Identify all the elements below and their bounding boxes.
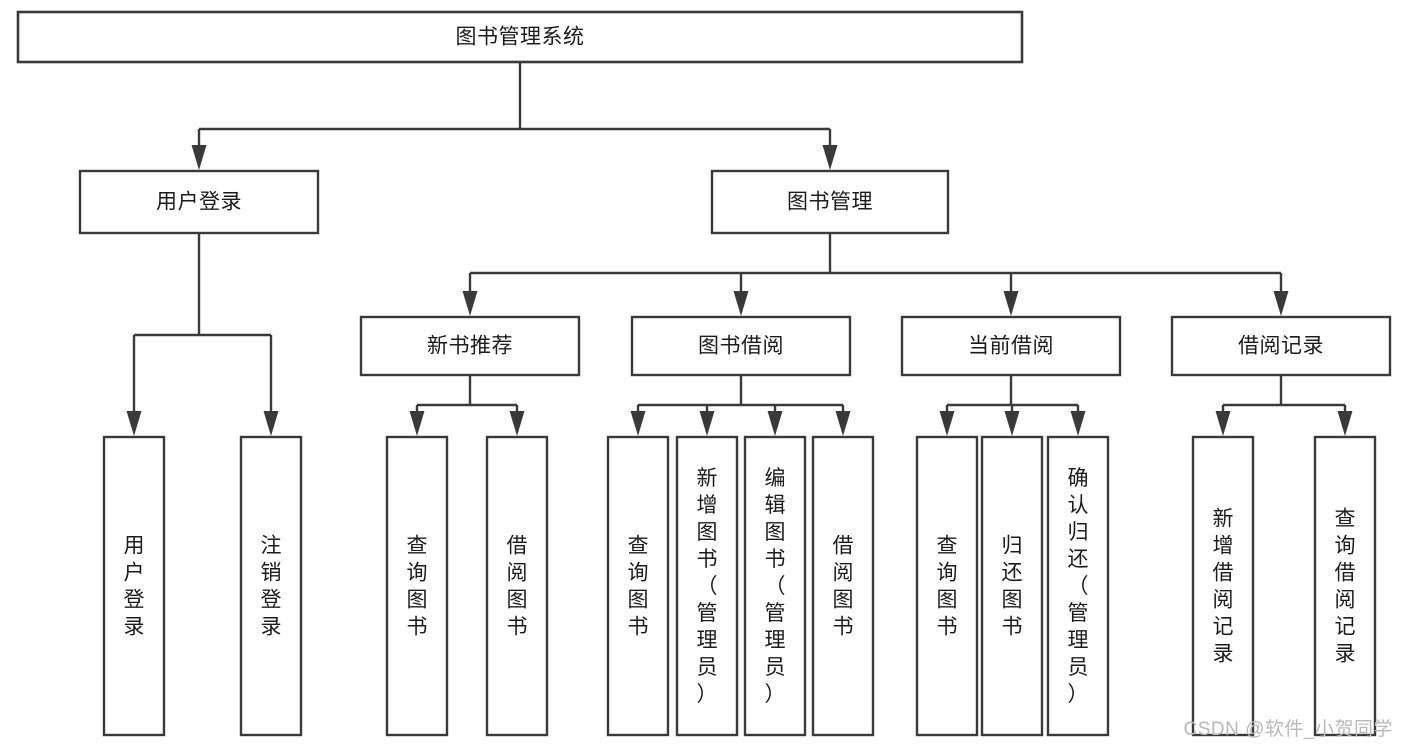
connector-group-book-manage	[462, 233, 1289, 316]
node-label-book-borrow: 图书借阅	[698, 335, 784, 358]
node-box-leaf-query-record[interactable]	[1313, 435, 1377, 737]
arrow-head-icon	[126, 411, 142, 436]
watermark-label: CSDN @软件_小贺同学	[1183, 719, 1393, 740]
arrow-head-icon	[822, 145, 838, 170]
node-label-leaf-edit-book: 编辑图书（管理员）	[765, 467, 786, 706]
node-leaf-borrow-book-2[interactable]: 借阅图书	[811, 435, 875, 737]
connector-group-new-book-rec	[409, 375, 525, 436]
node-leaf-confirm-return[interactable]: 确认归还（管理员）	[1046, 435, 1110, 737]
node-label-leaf-query-book-3: 查询图书	[937, 535, 958, 639]
arrow-head-icon	[835, 411, 851, 436]
arrow-head-icon	[509, 411, 525, 436]
connector-group-user-login	[126, 233, 279, 436]
node-user-login[interactable]: 用户登录	[78, 169, 320, 235]
connector-group-root	[191, 62, 838, 170]
node-leaf-edit-book[interactable]: 编辑图书（管理员）	[743, 435, 807, 737]
node-label-new-book-rec: 新书推荐	[427, 335, 513, 358]
node-borrow-record[interactable]: 借阅记录	[1170, 315, 1392, 377]
node-box-leaf-user-login[interactable]	[102, 435, 166, 737]
node-leaf-query-record[interactable]: 查询借阅记录	[1313, 435, 1377, 737]
node-box-leaf-logout[interactable]	[239, 435, 303, 737]
arrow-head-icon	[191, 145, 207, 170]
node-leaf-add-record[interactable]: 新增借阅记录	[1191, 435, 1255, 737]
node-box-borrow-record[interactable]	[1170, 315, 1392, 377]
node-book-borrow[interactable]: 图书借阅	[630, 315, 852, 377]
connector-group-borrow-record	[1215, 375, 1353, 436]
node-box-user-login[interactable]	[78, 169, 320, 235]
node-label-leaf-borrow-book-2: 借阅图书	[833, 535, 854, 639]
node-label-leaf-add-book: 新增图书（管理员）	[697, 467, 718, 706]
node-box-leaf-confirm-return[interactable]	[1046, 435, 1110, 737]
node-label-leaf-query-book-2: 查询图书	[628, 535, 649, 639]
node-label-leaf-borrow-book-1: 借阅图书	[507, 535, 528, 639]
node-label-leaf-user-login: 用户登录	[124, 535, 145, 639]
node-box-book-manage[interactable]	[710, 169, 950, 235]
node-label-book-manage: 图书管理	[787, 191, 873, 214]
arrow-head-icon	[630, 411, 646, 436]
node-box-leaf-borrow-book-2[interactable]	[811, 435, 875, 737]
arrow-head-icon	[699, 411, 715, 436]
arrow-head-icon	[1273, 291, 1289, 316]
node-box-root[interactable]	[16, 10, 1024, 64]
node-current-borrow[interactable]: 当前借阅	[900, 315, 1122, 377]
node-label-root: 图书管理系统	[456, 26, 585, 49]
node-label-borrow-record: 借阅记录	[1238, 335, 1324, 358]
connector-group-book-borrow	[630, 375, 851, 436]
node-box-leaf-query-book-1[interactable]	[385, 435, 449, 737]
node-label-leaf-query-record: 查询借阅记录	[1335, 508, 1356, 666]
node-leaf-logout[interactable]: 注销登录	[239, 435, 303, 737]
node-label-leaf-return-book: 归还图书	[1002, 535, 1023, 639]
edge-layer	[126, 62, 1353, 436]
node-layer: 图书管理系统用户登录图书管理新书推荐图书借阅当前借阅借阅记录用户登录注销登录查询…	[16, 10, 1392, 737]
node-box-leaf-query-book-3[interactable]	[915, 435, 979, 737]
arrow-head-icon	[1215, 411, 1231, 436]
node-leaf-borrow-book-1[interactable]: 借阅图书	[485, 435, 549, 737]
arrow-head-icon	[409, 411, 425, 436]
node-label-user-login: 用户登录	[156, 191, 242, 214]
node-box-leaf-edit-book[interactable]	[743, 435, 807, 737]
node-leaf-return-book[interactable]: 归还图书	[980, 435, 1044, 737]
node-box-leaf-query-book-2[interactable]	[606, 435, 670, 737]
node-book-manage[interactable]: 图书管理	[710, 169, 950, 235]
arrow-head-icon	[1337, 411, 1353, 436]
arrow-head-icon	[733, 291, 749, 316]
node-box-new-book-rec[interactable]	[359, 315, 581, 377]
node-leaf-query-book-2[interactable]: 查询图书	[606, 435, 670, 737]
connector-group-current-borrow	[939, 375, 1086, 436]
arrow-head-icon	[1003, 291, 1019, 316]
node-label-current-borrow: 当前借阅	[968, 335, 1054, 358]
arrow-head-icon	[263, 411, 279, 436]
node-leaf-query-book-3[interactable]: 查询图书	[915, 435, 979, 737]
node-label-leaf-add-record: 新增借阅记录	[1213, 508, 1234, 666]
node-new-book-rec[interactable]: 新书推荐	[359, 315, 581, 377]
node-box-leaf-add-record[interactable]	[1191, 435, 1255, 737]
node-box-leaf-borrow-book-1[interactable]	[485, 435, 549, 737]
arrow-head-icon	[767, 411, 783, 436]
node-box-current-borrow[interactable]	[900, 315, 1122, 377]
node-box-leaf-return-book[interactable]	[980, 435, 1044, 737]
arrow-head-icon	[1004, 411, 1020, 436]
arrow-head-icon	[1070, 411, 1086, 436]
node-label-leaf-confirm-return: 确认归还（管理员）	[1068, 467, 1089, 706]
node-label-leaf-query-book-1: 查询图书	[407, 535, 428, 639]
node-root[interactable]: 图书管理系统	[16, 10, 1024, 64]
node-box-leaf-add-book[interactable]	[675, 435, 739, 737]
node-leaf-user-login[interactable]: 用户登录	[102, 435, 166, 737]
node-leaf-query-book-1[interactable]: 查询图书	[385, 435, 449, 737]
arrow-head-icon	[462, 291, 478, 316]
node-leaf-add-book[interactable]: 新增图书（管理员）	[675, 435, 739, 737]
node-label-leaf-logout: 注销登录	[261, 535, 282, 639]
arrow-head-icon	[939, 411, 955, 436]
node-box-book-borrow[interactable]	[630, 315, 852, 377]
